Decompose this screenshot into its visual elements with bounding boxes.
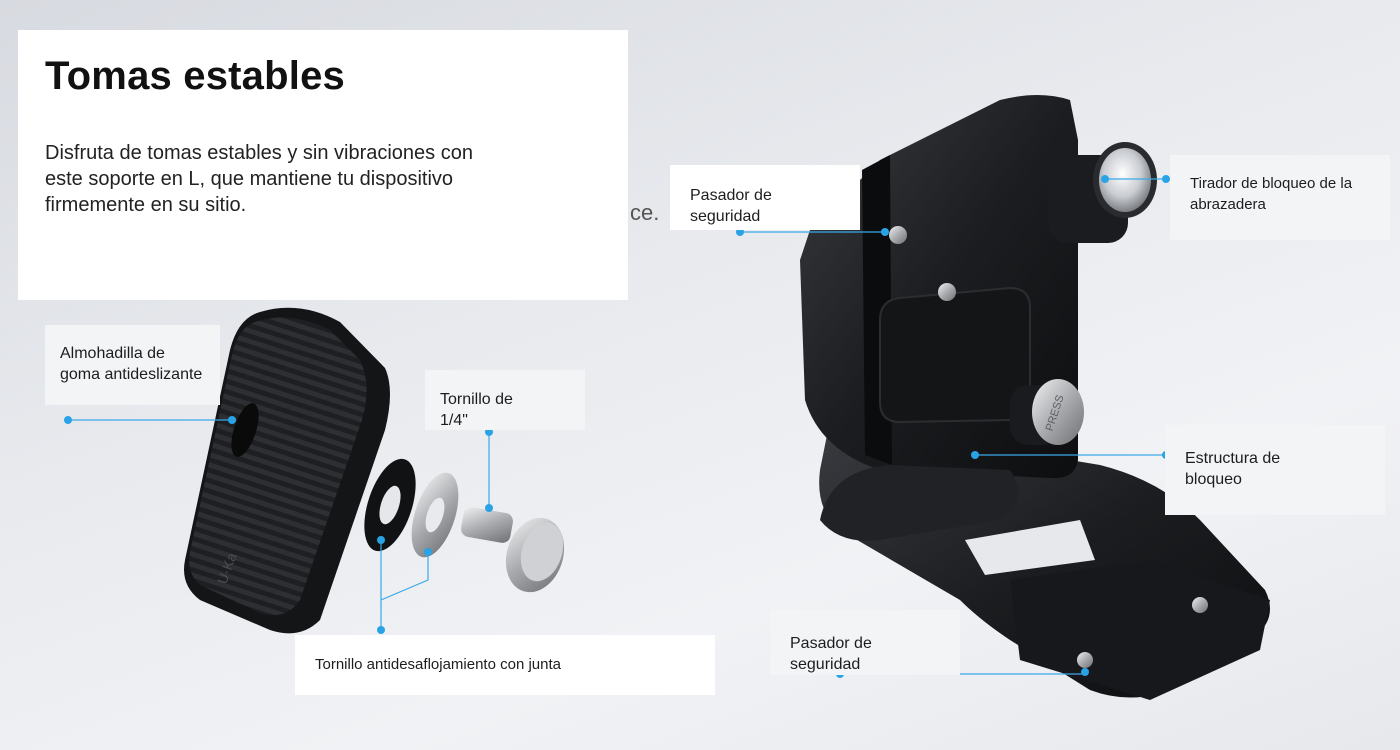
quarter-inch-screw bbox=[461, 507, 565, 593]
callout-safety-pin-top: Pasador de seguridad bbox=[670, 165, 860, 230]
hero-title: Tomas estables bbox=[45, 54, 345, 98]
callout-screw: Tornillo de 1/4" bbox=[425, 370, 585, 430]
callout-washer-screw-text: Tornillo antidesaflojamiento con junta bbox=[315, 656, 561, 673]
callout-rubber-pad-text: Almohadilla de goma antideslizante bbox=[60, 345, 203, 383]
callout-screw-text: Tornillo de 1/4" bbox=[440, 391, 513, 429]
callout-safety-pin-top-text: Pasador de seguridad bbox=[690, 187, 772, 225]
clamp-knob bbox=[1048, 142, 1157, 243]
rubber-pad-plate: U·Ka bbox=[184, 307, 390, 634]
callout-rubber-pad: Almohadilla de goma antideslizante bbox=[45, 325, 220, 405]
callout-safety-pin-bottom: Pasador de seguridad bbox=[770, 610, 960, 675]
hero-description: Disfruta de tomas estables y sin vibraci… bbox=[45, 142, 473, 216]
callout-safety-pin-bottom-text: Pasador de seguridad bbox=[790, 635, 872, 673]
l-bracket bbox=[800, 95, 1270, 700]
callout-lock-structure-text: Estructura de bloqueo bbox=[1185, 450, 1281, 488]
hero-card: Tomas estables Disfruta de tomas estable… bbox=[18, 30, 628, 300]
callout-clamp-knob: Tirador de bloqueo de la abrazadera bbox=[1170, 155, 1390, 240]
callout-washer-screw: Tornillo antidesaflojamiento con junta bbox=[295, 635, 715, 695]
truncated-text: ce. bbox=[630, 200, 660, 225]
callout-clamp-knob-text: Tirador de bloqueo de la abrazadera bbox=[1190, 175, 1353, 213]
callout-lock-structure: Estructura de bloqueo bbox=[1165, 425, 1385, 515]
washers bbox=[364, 458, 459, 558]
press-button: PRESS bbox=[1010, 379, 1084, 445]
